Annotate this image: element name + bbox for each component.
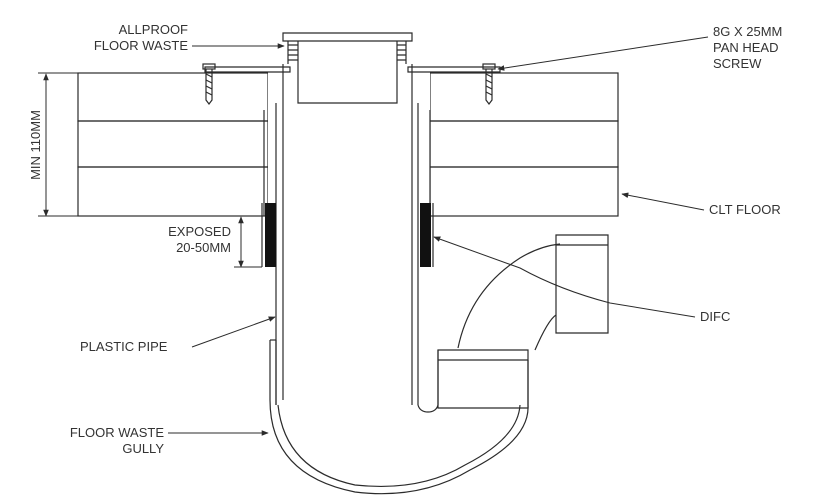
screw-label-2: PAN HEAD <box>713 40 779 55</box>
slab-opening <box>268 72 430 217</box>
clt-floor-label: CLT FLOOR <box>709 202 781 217</box>
collar-sleeves <box>261 203 434 267</box>
floor-waste-gully <box>269 339 529 495</box>
plastic-pipe-label: PLASTIC PIPE <box>80 339 168 354</box>
exposed-label-1: EXPOSED <box>168 224 231 239</box>
exposed-label-2: 20-50MM <box>176 240 231 255</box>
clt-floor-left <box>77 72 269 217</box>
difc-leader <box>433 236 696 318</box>
floor-waste-flange <box>204 66 501 73</box>
difc-label: DIFC <box>700 309 730 324</box>
clt-floor-leader <box>621 192 705 211</box>
min-height-dimension <box>38 72 78 217</box>
gully-label-1: FLOOR WASTE <box>70 425 164 440</box>
gully-outlet-bend <box>437 234 609 409</box>
allproof-label-2: FLOOR WASTE <box>94 38 188 53</box>
plastic-pipe-leader <box>191 316 276 348</box>
gully-label-2: GULLY <box>122 441 164 456</box>
pan-head-screw-left <box>202 63 216 105</box>
difc-collar-right <box>420 203 431 267</box>
screw-label-1: 8G X 25MM <box>713 24 782 39</box>
difc-collar-left <box>265 203 276 267</box>
allproof-label-1: ALLPROOF <box>119 22 188 37</box>
min-height-label: MIN 110MM <box>28 110 43 180</box>
clt-floor-right <box>429 72 619 217</box>
screw-label-3: SCREW <box>713 56 762 71</box>
exposed-dimension <box>234 216 262 268</box>
allproof-floor-waste <box>275 32 419 145</box>
screw-leader <box>497 36 709 71</box>
pan-head-screw-right <box>482 63 496 105</box>
